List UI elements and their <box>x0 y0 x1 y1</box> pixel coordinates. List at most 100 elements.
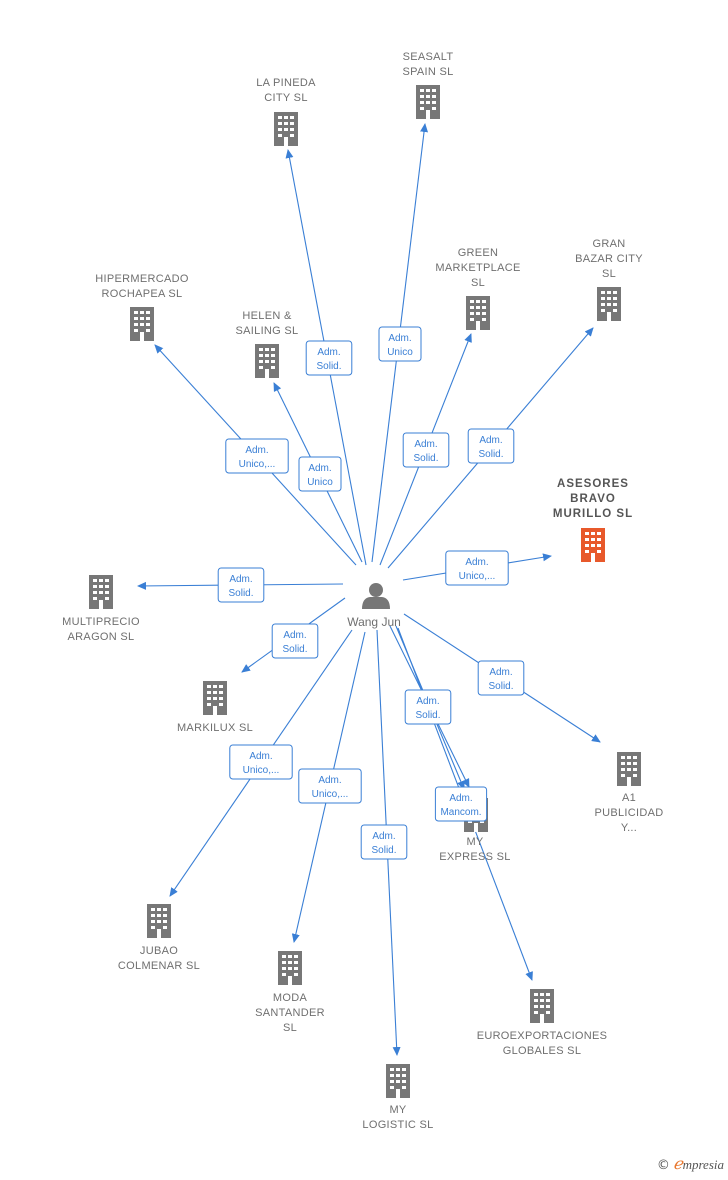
my-express-secondary-role-badge[interactable]: Adm. Mancom. <box>434 786 488 822</box>
hipermercado-role-line-2: Unico,... <box>239 459 276 470</box>
moda-santander-label-line-1[interactable]: MODA <box>273 992 308 1004</box>
multiprecio-role-line-1: Adm. <box>229 574 252 585</box>
asesores-bravo-role-line-2: Unico,... <box>459 571 496 582</box>
gran-bazar-role-box <box>467 428 515 464</box>
my-express-role-box <box>404 689 452 725</box>
multiprecio-label-line-1[interactable]: MULTIPRECIO <box>62 616 140 628</box>
helen-sailing-role-badge[interactable]: Adm.Unico <box>298 456 342 492</box>
moda-santander-role-badge[interactable]: Adm.Unico,... <box>298 768 362 804</box>
moda-santander-label-line-3[interactable]: SL <box>283 1022 297 1034</box>
multiprecio-building-icon[interactable] <box>89 575 113 609</box>
markilux-role-line-1: Adm. <box>283 630 306 641</box>
moda-santander-building-icon[interactable] <box>278 951 302 985</box>
gran-bazar-label-line-2[interactable]: BAZAR CITY <box>575 253 643 265</box>
euroexportaciones-label-line-2[interactable]: GLOBALES SL <box>503 1045 582 1057</box>
my-express-label-line-2[interactable]: EXPRESS SL <box>439 851 510 863</box>
green-marketplace-role-badge[interactable]: Adm. Solid. <box>402 432 450 468</box>
my-express-secondary-role-box <box>434 786 488 822</box>
seasalt-role-badge[interactable]: Adm.Unico <box>378 326 422 362</box>
green-marketplace-label-line-2[interactable]: MARKETPLACE <box>435 262 520 274</box>
my-logistic-role-badge[interactable]: Adm. Solid. <box>360 824 408 860</box>
gran-bazar-label-line-1[interactable]: GRAN <box>593 238 626 250</box>
la-pineda-role-line-2: Solid. <box>316 361 341 372</box>
la-pineda-label-line-1[interactable]: LA PINEDA <box>256 77 316 89</box>
a1-publicidad-role-badge[interactable]: Adm.Solid. <box>477 660 525 696</box>
hipermercado-role-badge[interactable]: Adm. Unico,... <box>225 438 289 474</box>
multiprecio-role-line-2: Solid. <box>228 588 253 599</box>
gran-bazar-building-icon[interactable] <box>597 287 621 321</box>
gran-bazar-role-line-2: Solid. <box>478 449 503 460</box>
markilux-building-icon[interactable] <box>203 681 227 715</box>
gran-bazar-label-line-3[interactable]: SL <box>602 268 616 280</box>
la-pineda-role-box <box>305 340 353 376</box>
green-marketplace-role-line-2: Solid. <box>413 453 438 464</box>
person-icon <box>362 583 390 609</box>
my-express-secondary-role-line-2: Mancom. <box>440 807 481 818</box>
hipermercado-role-line-1: Adm. <box>245 445 268 456</box>
markilux-role-line-2: Solid. <box>282 644 307 655</box>
asesores-bravo-label-line-2[interactable]: BRAVO <box>570 493 616 505</box>
my-express-secondary-role-line-1: Adm. <box>449 793 472 804</box>
jubao-building-icon[interactable] <box>147 904 171 938</box>
my-logistic-label-line-2[interactable]: LOGISTIC SL <box>362 1119 433 1131</box>
center-person-name[interactable]: Wang Jun <box>347 615 401 629</box>
asesores-bravo-label-line-3[interactable]: MURILLO SL <box>553 508 633 520</box>
hipermercado-label-line-2[interactable]: ROCHAPEA SL <box>102 288 183 300</box>
copyright-symbol: © <box>656 1158 670 1173</box>
la-pineda-label-line-2[interactable]: CITY SL <box>264 92 307 104</box>
my-logistic-role-line-2: Solid. <box>371 845 396 856</box>
gran-bazar-role-badge[interactable]: Adm. Solid. <box>467 428 515 464</box>
la-pineda-building-icon[interactable] <box>274 112 298 146</box>
seasalt-role-line-2: Unico <box>387 347 413 358</box>
helen-sailing-label-line-2[interactable]: SAILING SL <box>236 325 299 337</box>
jubao-label-line-1[interactable]: JUBAO <box>140 945 178 957</box>
seasalt-building-icon[interactable] <box>416 85 440 119</box>
my-express-role-badge[interactable]: Adm. Solid. <box>404 689 452 725</box>
asesores-bravo-role-badge[interactable]: Adm.Unico,... <box>445 550 509 586</box>
asesores-bravo-label-line-1[interactable]: ASESORES <box>557 478 629 490</box>
asesores-bravo-building-icon[interactable] <box>581 528 605 562</box>
euroexportaciones-label-line-1[interactable]: EUROEXPORTACIONES <box>477 1030 608 1042</box>
multiprecio-label-line-2[interactable]: ARAGON SL <box>68 631 135 643</box>
moda-santander-role-line-2: Unico,... <box>312 789 349 800</box>
multiprecio-role-badge[interactable]: Adm. Solid. <box>217 567 265 603</box>
moda-santander-label-line-2[interactable]: SANTANDER <box>255 1007 325 1019</box>
a1-publicidad-building-icon[interactable] <box>617 752 641 786</box>
a1-publicidad-label-line-2[interactable]: PUBLICIDAD <box>594 807 663 819</box>
euroexportaciones-building-icon[interactable] <box>530 989 554 1023</box>
my-logistic-building-icon[interactable] <box>386 1064 410 1098</box>
jubao-role-badge[interactable]: Adm.Unico,... <box>229 744 293 780</box>
hipermercado-building-icon[interactable] <box>130 307 154 341</box>
jubao-label-line-2[interactable]: COLMENAR SL <box>118 960 200 972</box>
la-pineda-role-badge[interactable]: Adm. Solid. <box>305 340 353 376</box>
la-pineda-role-line-1: Adm. <box>317 347 340 358</box>
gran-bazar-role-line-1: Adm. <box>479 435 502 446</box>
my-express-role-line-1: Adm. <box>416 696 439 707</box>
my-logistic-role-box <box>360 824 408 860</box>
my-logistic-label-line-1[interactable]: MY <box>389 1104 406 1116</box>
helen-sailing-label-line-1[interactable]: HELEN & <box>242 310 292 322</box>
my-express-label-line-1[interactable]: MY <box>466 836 483 848</box>
helen-sailing-role-line-1: Adm. <box>308 463 331 474</box>
seasalt-label-line-1[interactable]: SEASALT <box>403 51 454 63</box>
a1-publicidad-role-box <box>477 660 525 696</box>
hipermercado-label-line-1[interactable]: HIPERMERCADO <box>95 273 189 285</box>
green-marketplace-building-icon[interactable] <box>466 296 490 330</box>
green-marketplace-label-line-1[interactable]: GREEN <box>458 247 499 259</box>
asesores-bravo-role-box <box>445 550 509 586</box>
markilux-label-line-1[interactable]: MARKILUX SL <box>177 722 253 734</box>
seasalt-label-line-2[interactable]: SPAIN SL <box>402 66 453 78</box>
a1-publicidad-label-line-1[interactable]: A1 <box>622 792 636 804</box>
green-marketplace-label-line-3[interactable]: SL <box>471 277 485 289</box>
a1-publicidad-label-line-3[interactable]: Y... <box>621 822 637 834</box>
markilux-role-box <box>271 623 319 659</box>
a1-publicidad-role-line-1: Adm. <box>489 667 512 678</box>
green-marketplace-role-line-1: Adm. <box>414 439 437 450</box>
multiprecio-role-box <box>217 567 265 603</box>
my-express-role-line-2: Solid. <box>415 710 440 721</box>
markilux-role-badge[interactable]: Adm. Solid. <box>271 623 319 659</box>
helen-sailing-building-icon[interactable] <box>255 344 279 378</box>
my-logistic-role-line-1: Adm. <box>372 831 395 842</box>
